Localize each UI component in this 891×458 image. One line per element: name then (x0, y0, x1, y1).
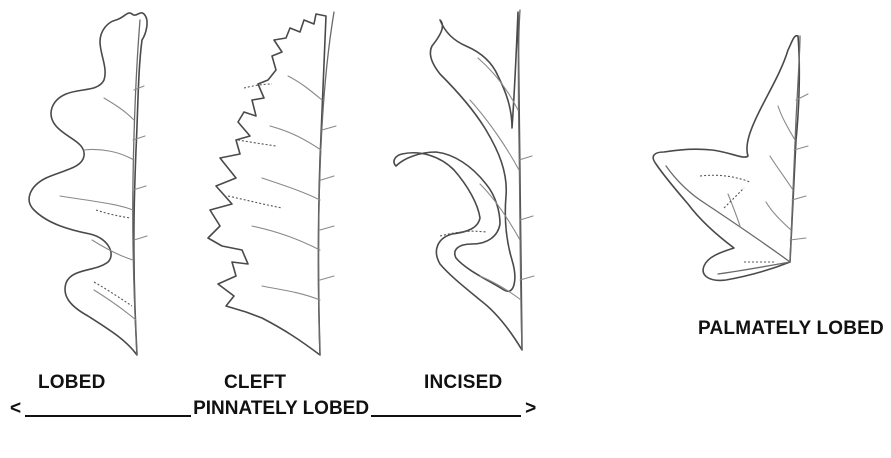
incised-label: INCISED (424, 372, 502, 394)
range-left-arrow: < (10, 398, 21, 420)
lobed-label: LOBED (38, 372, 106, 394)
cleft-label: CLEFT (224, 372, 286, 394)
range-label: PINNATELY LOBED (193, 398, 369, 420)
range-right-arrow: > (525, 398, 536, 420)
pinnately-lobed-range: < PINNATELY LOBED > (10, 398, 536, 420)
range-right-line (371, 415, 521, 417)
range-left-line (25, 415, 191, 417)
palmately-lobed-label: PALMATELY LOBED (698, 318, 884, 340)
